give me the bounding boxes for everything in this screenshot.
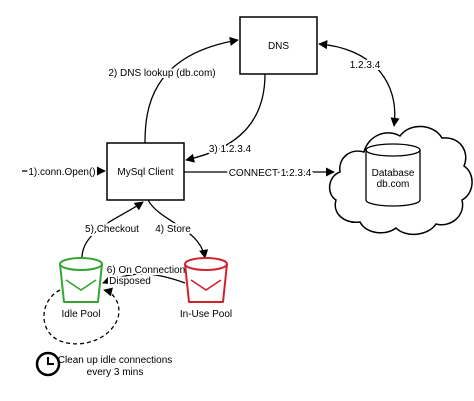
database-host-label: db.com [377, 179, 410, 190]
cylinder-icon [365, 143, 421, 207]
dns-label: DNS [268, 41, 289, 52]
bucket-icon [184, 257, 228, 303]
cleanup-loop [43, 287, 120, 345]
clock-icon [35, 351, 61, 377]
database-cloud: Database db.com [328, 125, 473, 236]
dns-node: DNS [239, 16, 318, 75]
edge-dns-reply-label: 3) 1.2.3.4 [209, 144, 252, 155]
edge-open-label: 1).conn.Open() [28, 167, 95, 178]
client-node: MySql Client [106, 142, 185, 201]
idle-pool-label: Idle Pool [62, 309, 101, 320]
inuse-pool-label: In-Use Pool [180, 309, 232, 320]
bucket-icon [59, 257, 103, 303]
edge-disposed-label-1: 6) On Connection [107, 265, 185, 276]
edge-connect-label: CONNECT 1.2.3.4 [229, 168, 312, 179]
idle-pool: Idle Pool [59, 257, 103, 320]
edge-dns-lookup: 2) DNS lookup (db.com) [106, 36, 239, 144]
cleanup-note: Clean up idle connections every 3 mins [35, 351, 173, 378]
edge-dns-database-label: 1.2.3.4 [350, 60, 381, 71]
cleanup-line-2: every 3 mins [87, 367, 144, 378]
edge-dns-database: 1.2.3.4 [318, 40, 400, 127]
edge-checkout-label: 5) Checkout [85, 224, 139, 235]
database-label: Database [372, 168, 415, 179]
edge-store-label: 4) Store [155, 224, 191, 235]
edge-disposed: 6) On Connection Disposed [102, 263, 187, 289]
edge-dns-lookup-label: 2) DNS lookup (db.com) [108, 68, 215, 79]
edge-connect: CONNECT 1.2.3.4 [184, 166, 335, 181]
edge-disposed-label-2: Disposed [109, 276, 151, 287]
client-label: MySql Client [117, 167, 173, 178]
edge-open: 1).conn.Open() [22, 165, 106, 180]
inuse-pool: In-Use Pool [180, 257, 232, 320]
cleanup-line-1: Clean up idle connections [58, 355, 173, 366]
edge-checkout: 5) Checkout [81, 201, 144, 259]
edge-dns-reply: 3) 1.2.3.4 [185, 73, 266, 163]
edge-store: 4) Store [147, 199, 209, 259]
